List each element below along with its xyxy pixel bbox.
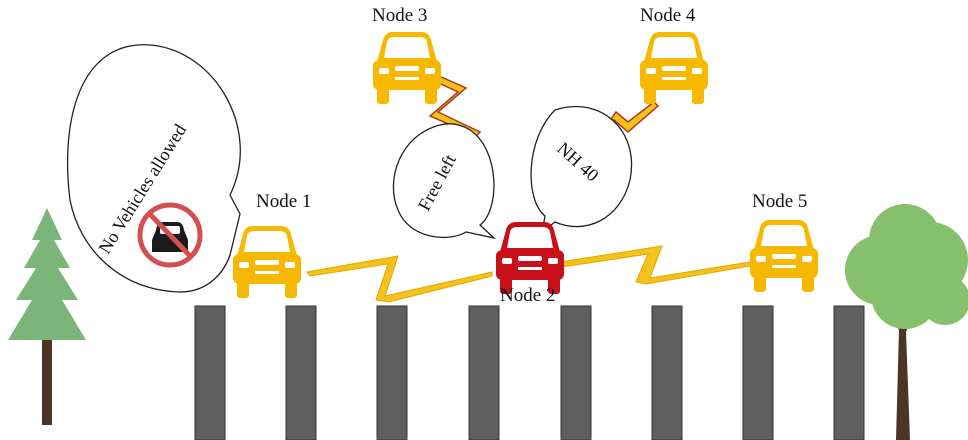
node2-label: Node 2 [500,285,556,306]
road [194,305,865,440]
node5-car-icon [750,220,818,292]
road-block [468,305,500,440]
road-block [560,305,592,440]
node1-car-icon [233,226,301,298]
pine-tree-icon [8,208,86,425]
road-block [833,305,865,440]
road-block [194,305,226,440]
road-block [376,305,408,440]
node4-car-icon [640,32,708,104]
road-block [742,305,774,440]
round-tree-icon [845,204,968,440]
node2-car-icon [496,222,564,294]
wireless-link-node2-node5 [559,245,751,285]
node5-label: Node 5 [752,191,808,212]
no-vehicles-sign-icon [137,202,203,268]
node3-label: Node 3 [372,5,428,26]
speech-bubble-no-vehicles: No Vehicles allowed [67,44,241,293]
node3-car-icon [373,32,441,104]
speech-bubble-free-left: Free left [392,123,497,240]
speech-bubble-nh40: NH 40 [530,105,633,234]
wireless-link-node1-node2 [306,255,493,303]
road-block [285,305,317,440]
node1-label: Node 1 [256,191,312,212]
road-block [651,305,683,440]
node4-label: Node 4 [640,5,696,26]
